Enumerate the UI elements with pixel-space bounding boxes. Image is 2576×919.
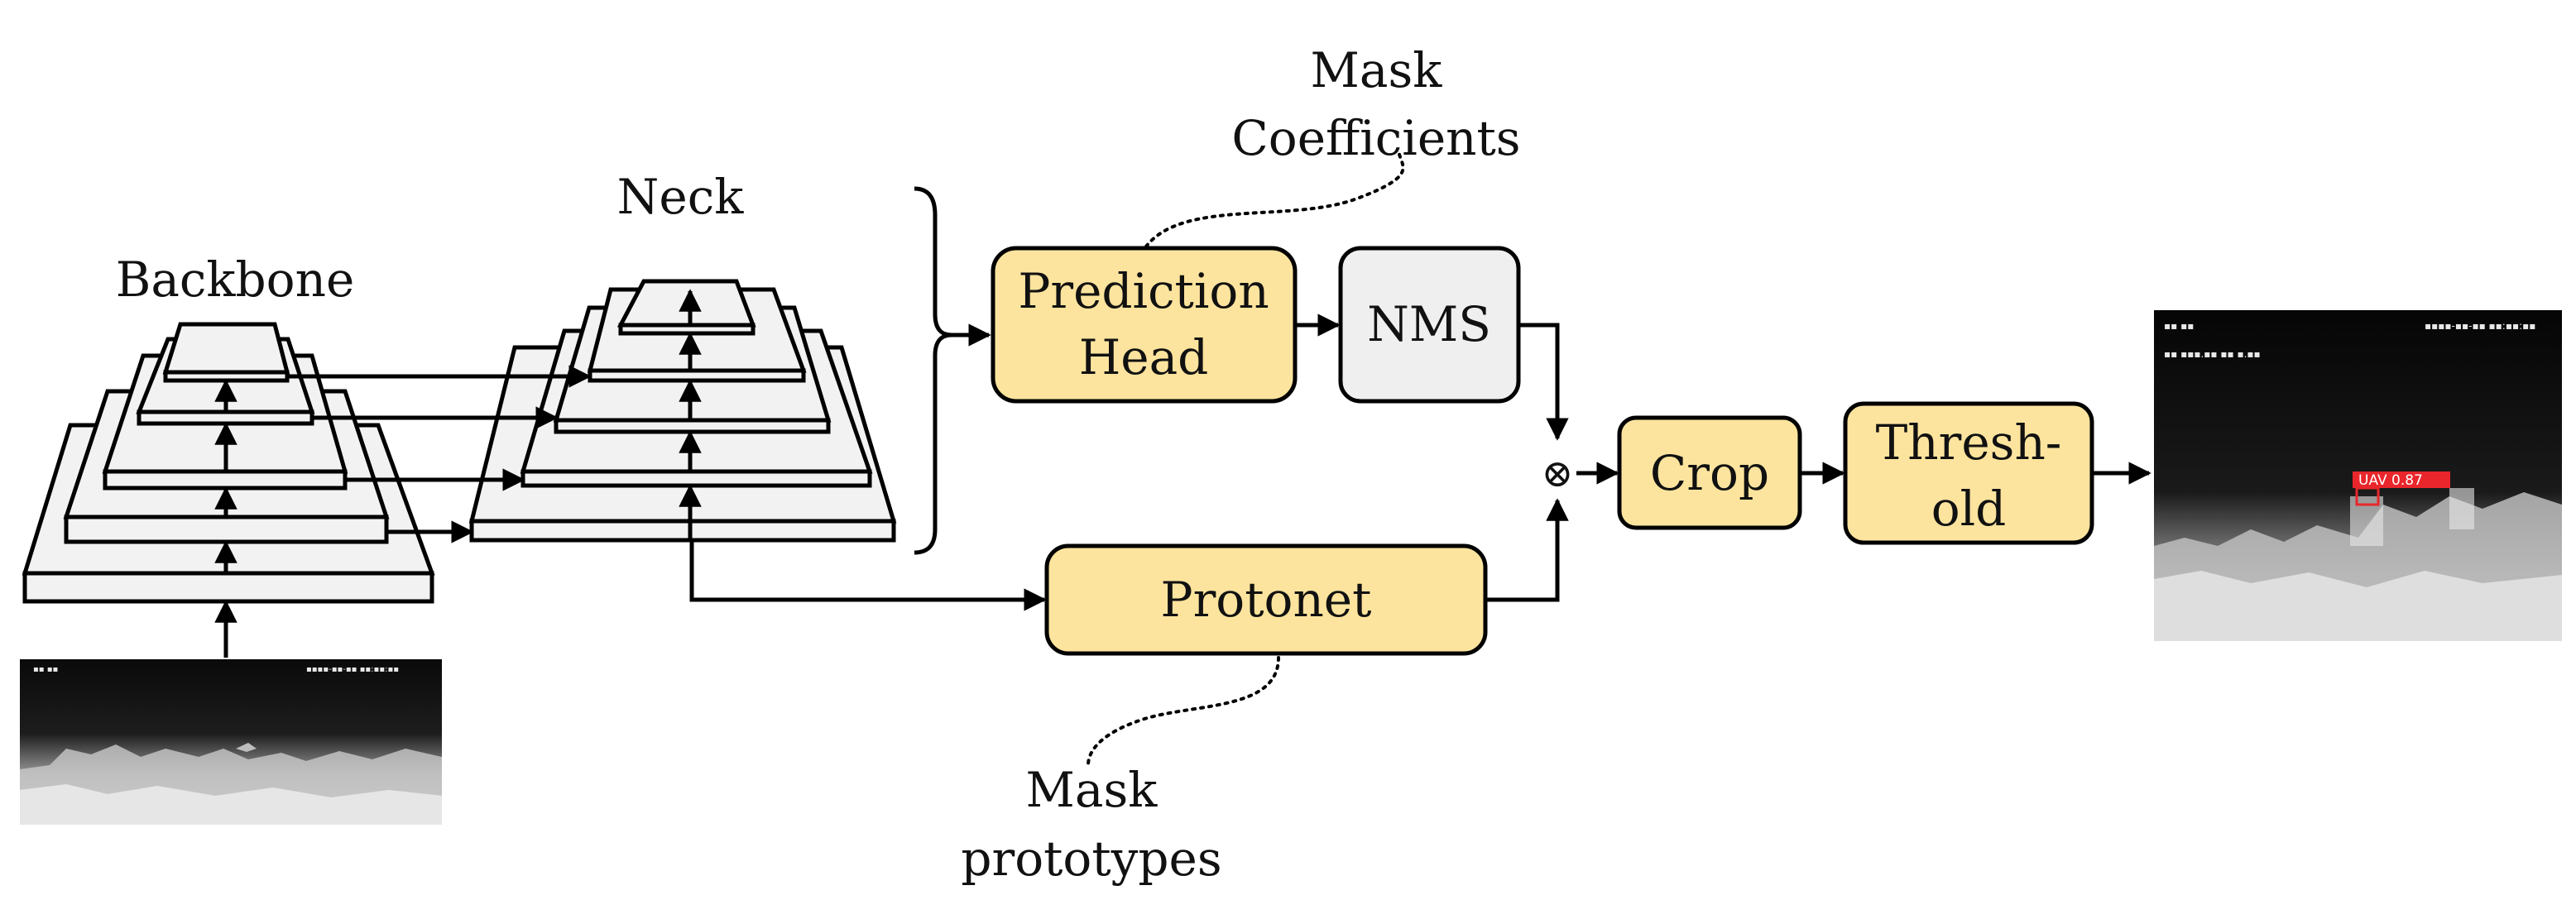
matrix-multiply-icon: ⊗ <box>1542 451 1574 495</box>
lateral-connections <box>287 365 592 543</box>
mask-prototypes-label-line1: Mask <box>1026 762 1158 818</box>
neck-layer-4-edge <box>588 368 806 383</box>
backbone-layer-1-edge <box>22 571 434 604</box>
mask-coefficients-label-line1: Mask <box>1311 42 1443 98</box>
neck-layer-5-edge <box>618 323 756 336</box>
detection-label: UAV 0.87 <box>2358 472 2423 489</box>
neck-output-brace <box>914 186 952 555</box>
detection-label-bg <box>2353 471 2450 488</box>
threshold-label-line1: Thresh- <box>1876 414 2062 471</box>
combine-operator-bg <box>1542 458 1572 488</box>
neck-label: Neck <box>617 169 745 225</box>
threshold-label-line2: old <box>1931 481 2007 537</box>
svg-text:▪▪ ▪▪: ▪▪ ▪▪ <box>2164 320 2194 332</box>
backbone-layer-2-edge <box>64 515 389 544</box>
prediction-head-label-line1: Prediction <box>1018 263 1269 319</box>
neck-layer-3-edge <box>554 418 831 434</box>
crop-label: Crop <box>1650 445 1769 501</box>
backbone-layer-4-edge <box>137 409 314 426</box>
svg-text:▪▪ ▪▪: ▪▪ ▪▪ <box>33 665 58 674</box>
neck-layer-1-edge <box>469 519 896 543</box>
flow-connectors <box>689 314 2151 611</box>
output-ir-image: ▪▪ ▪▪ ▪▪ ▪▪▪.▪▪ ▪▪ ▪.▪▪ ▪▪▪▪-▪▪-▪▪ ▪▪:▪▪… <box>2154 310 2562 641</box>
mask-coefficients-label-line2: Coefficients <box>1231 110 1520 166</box>
neck-pyramid <box>468 279 897 543</box>
backbone-layer-5 <box>162 322 290 375</box>
backbone-layer-3-edge <box>103 469 348 491</box>
backbone-pyramid <box>22 322 435 604</box>
neck-layer-5 <box>616 279 756 328</box>
input-ir-image: ▪▪ ▪▪ ▪▪▪▪-▪▪-▪▪ ▪▪:▪▪:▪▪ <box>20 659 442 825</box>
svg-text:▪▪▪▪-▪▪-▪▪ ▪▪:▪▪:▪▪: ▪▪▪▪-▪▪-▪▪ ▪▪:▪▪:▪▪ <box>306 665 399 674</box>
detection-box <box>2355 486 2380 506</box>
mask-coefficients-leader <box>1144 147 1405 248</box>
nms-label: NMS <box>1367 296 1491 352</box>
backbone-label: Backbone <box>116 251 355 308</box>
backbone-layer-5-edge <box>163 370 290 383</box>
drone-target <box>236 743 257 752</box>
mask-prototypes-leader <box>1087 656 1280 767</box>
svg-text:▪▪ ▪▪▪.▪▪ ▪▪ ▪.▪▪: ▪▪ ▪▪▪.▪▪ ▪▪ ▪.▪▪ <box>2164 348 2261 360</box>
mask-prototypes-label-line2: prototypes <box>961 830 1221 887</box>
svg-text:▪▪▪▪-▪▪-▪▪ ▪▪:▪▪:▪▪: ▪▪▪▪-▪▪-▪▪ ▪▪:▪▪:▪▪ <box>2425 320 2535 332</box>
neck-layer-2-edge <box>520 469 872 488</box>
protonet-label: Protonet <box>1161 572 1372 628</box>
prediction-head-label-line2: Head <box>1079 329 1209 385</box>
